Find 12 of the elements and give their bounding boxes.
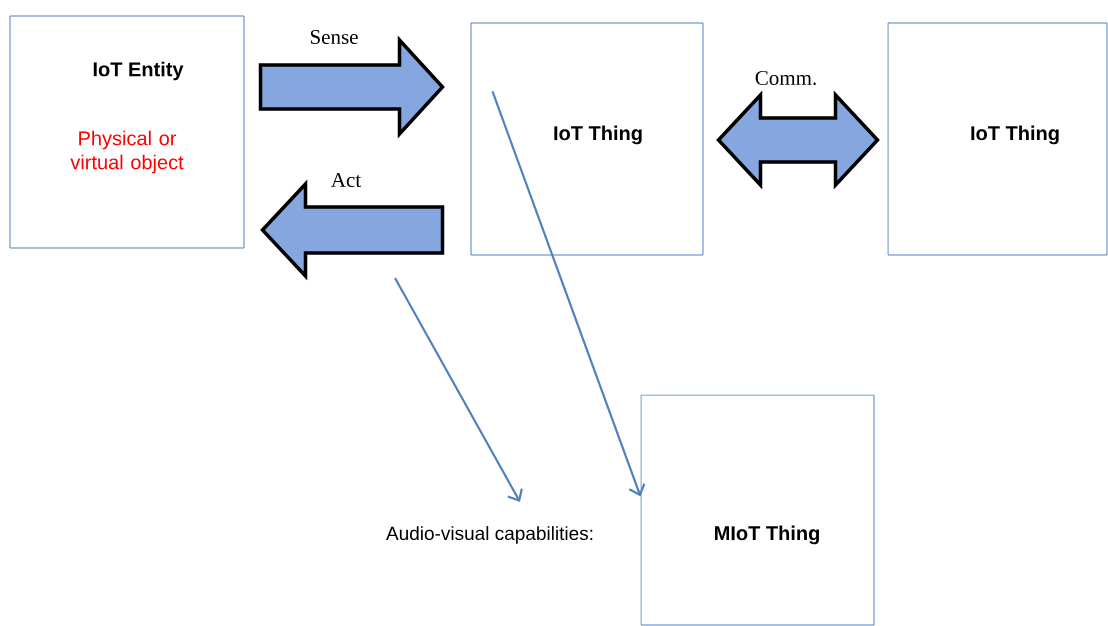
edge-label: Sense (310, 29, 358, 45)
arrow (394, 277, 523, 502)
edge-label: Act (331, 172, 362, 187)
process-box: IoT Thing (887, 22, 1108, 256)
process-box: MIoT Thing (640, 394, 875, 626)
process-box: IoT Entity Physical or virtual object (9, 15, 245, 249)
block-arrow (258, 35, 445, 139)
block-arrow (716, 90, 880, 190)
process-box: IoT Thing (470, 22, 704, 256)
caption-text: Audio-visual capabilities: (386, 526, 593, 544)
arrow (491, 91, 646, 497)
edge-label: Comm. (755, 70, 816, 86)
